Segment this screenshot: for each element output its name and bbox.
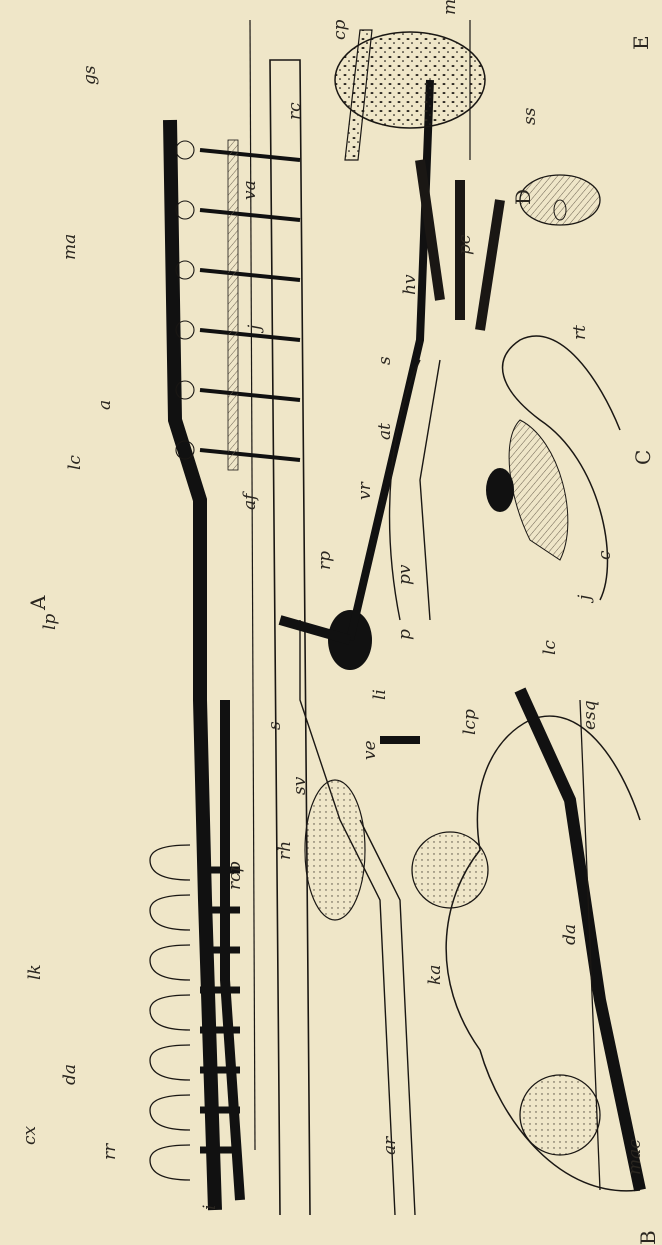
label-pv: pv bbox=[395, 564, 415, 585]
ventricle-hatched bbox=[509, 420, 568, 560]
label-lcp: lcp bbox=[460, 709, 480, 735]
label-sv: sv bbox=[290, 776, 310, 795]
label-rr: rr bbox=[100, 1143, 120, 1160]
label-rh: rh bbox=[275, 841, 295, 860]
label-ve: ve bbox=[360, 740, 380, 760]
label-at: at bbox=[375, 423, 395, 440]
lc-tube-c bbox=[420, 360, 440, 620]
ventral-artery-hatched bbox=[228, 140, 238, 470]
label-lc-c: lc bbox=[540, 640, 560, 655]
label-cp: cp bbox=[330, 19, 350, 40]
label-af: af bbox=[240, 491, 260, 510]
label-lk: lk bbox=[25, 964, 45, 980]
liver-mass bbox=[305, 780, 365, 920]
label-i: i bbox=[200, 1205, 220, 1210]
label-da: da bbox=[60, 1064, 80, 1085]
label-ss: ss bbox=[520, 107, 540, 125]
label-ka: ka bbox=[425, 965, 445, 985]
label-da-b: da bbox=[560, 924, 580, 945]
label-cx: cx bbox=[20, 1125, 40, 1145]
aortic-trunk bbox=[170, 120, 215, 1210]
panel-e-drawing bbox=[335, 20, 485, 160]
label-m: m bbox=[440, 0, 460, 15]
panel-b-drawing bbox=[380, 690, 640, 1191]
label-va: va bbox=[240, 180, 260, 200]
malpighian-capsule-2 bbox=[412, 832, 488, 908]
label-p: p bbox=[395, 629, 415, 640]
label-rcp: rcp bbox=[225, 861, 245, 890]
label-li: li bbox=[370, 689, 390, 700]
label-rc: rc bbox=[285, 102, 305, 120]
intestine-tube bbox=[300, 620, 395, 1215]
label-esq: esq bbox=[580, 700, 600, 730]
label-s: s bbox=[265, 721, 285, 730]
panel-d-labels: D bbox=[511, 189, 535, 205]
panel-letter-a: A bbox=[26, 595, 50, 611]
panel-letter-b: B bbox=[636, 1230, 660, 1245]
panel-b-labels: B mac ar ka ve da lcp esq bbox=[360, 700, 660, 1245]
panel-a-drawing bbox=[150, 20, 430, 1215]
label-pc: pc bbox=[455, 234, 475, 255]
label-lc: lc bbox=[65, 455, 85, 470]
label-vr: vr bbox=[355, 481, 375, 500]
label-ar: ar bbox=[380, 1136, 400, 1155]
label-a: a bbox=[95, 400, 115, 410]
label-c: c bbox=[595, 550, 615, 560]
label-j-c: j bbox=[575, 594, 595, 604]
label-ma: ma bbox=[60, 234, 80, 260]
panel-letter-c: C bbox=[631, 450, 655, 465]
label-rp: rp bbox=[315, 551, 335, 570]
label-s-c: s bbox=[375, 356, 395, 365]
label-j: j bbox=[245, 324, 265, 334]
sinus-c bbox=[486, 468, 514, 512]
dorsal-aorta-vessel bbox=[270, 60, 310, 1215]
label-mac: mac bbox=[625, 1139, 645, 1175]
malpighian-capsule-1 bbox=[520, 1075, 600, 1155]
label-lp: lp bbox=[40, 614, 60, 630]
panel-letter-d: D bbox=[511, 189, 535, 205]
label-gs: gs bbox=[80, 65, 100, 85]
label-hv: hv bbox=[400, 274, 420, 295]
label-rt: rt bbox=[570, 325, 590, 340]
panel-letter-e: E bbox=[629, 35, 653, 50]
gill-loops bbox=[150, 845, 190, 1180]
